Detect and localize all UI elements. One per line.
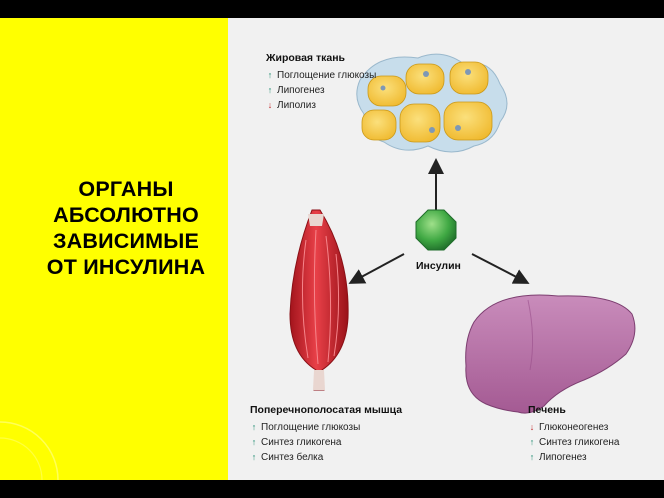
effect-text: Липогенез <box>277 85 325 96</box>
liver-title: Печень <box>528 404 566 416</box>
arrow-up-icon: ↑ <box>267 70 273 80</box>
liver-effect: ↑ Синтез гликогена <box>528 437 620 448</box>
effect-text: Синтез гликогена <box>539 437 620 448</box>
diagram-graphics <box>289 53 636 414</box>
arrow-to-liver <box>471 253 530 284</box>
insulin-diagram: Инсулин Жировая ткань ↑ Поглощение глюкоз… <box>228 18 664 480</box>
effect-text: Липогенез <box>539 452 587 463</box>
decorative-arc <box>0 421 59 480</box>
muscle-effect: ↑ Поглощение глюкозы <box>250 422 361 433</box>
effect-text: Липолиз <box>277 100 316 111</box>
arrow-up-icon: ↑ <box>267 85 273 95</box>
liver-effect: ↓ Глюконеогенез <box>528 422 609 433</box>
effect-text: Синтез белка <box>261 452 324 463</box>
title-line: АБСОЛЮТНО <box>53 203 199 227</box>
title-line: ОРГАНЫ <box>78 177 174 201</box>
effect-text: Поглощение глюкозы <box>277 70 377 81</box>
title-line: ЗАВИСИМЫЕ <box>52 229 200 253</box>
arrow-to-muscle <box>348 253 405 284</box>
effect-text: Поглощение глюкозы <box>261 422 361 433</box>
muscle-effect: ↑ Синтез белка <box>250 452 324 463</box>
muscle-title: Поперечнополосатая мышца <box>250 404 403 416</box>
effect-text: Глюконеогенез <box>539 422 609 433</box>
effect-text: Синтез гликогена <box>261 437 342 448</box>
insulin-label: Инсулин <box>416 260 461 272</box>
title-line: ОТ ИНСУЛИНА <box>46 255 206 279</box>
arrow-up-icon: ↑ <box>251 437 257 447</box>
adipose-effect: ↓ Липолиз <box>266 100 316 111</box>
liver-effect: ↑ Липогенез <box>528 452 587 463</box>
arrow-up-icon: ↑ <box>251 422 257 432</box>
insulin-molecule-icon <box>415 209 457 251</box>
skeletal-muscle-illustration <box>289 209 349 391</box>
muscle-effect: ↑ Синтез гликогена <box>250 437 342 448</box>
arrow-up-icon: ↑ <box>251 452 257 462</box>
arrow-down-icon: ↓ <box>267 100 273 110</box>
adipose-title: Жировая ткань <box>266 52 346 64</box>
slide-title: ОРГАНЫ АБСОЛЮТНО ЗАВИСИМЫЕ ОТ ИНСУЛИНА <box>8 176 244 280</box>
title-panel <box>0 18 228 480</box>
liver-illustration <box>465 294 636 414</box>
arrow-up-icon: ↑ <box>529 437 535 447</box>
adipose-effect: ↑ Липогенез <box>266 85 325 96</box>
adipose-tissue-illustration <box>356 53 508 153</box>
adipose-effect: ↑ Поглощение глюкозы <box>266 70 377 81</box>
arrow-up-icon: ↑ <box>529 452 535 462</box>
arrow-down-icon: ↓ <box>529 422 535 432</box>
slide: ОРГАНЫ АБСОЛЮТНО ЗАВИСИМЫЕ ОТ ИНСУЛИНА <box>0 18 664 480</box>
